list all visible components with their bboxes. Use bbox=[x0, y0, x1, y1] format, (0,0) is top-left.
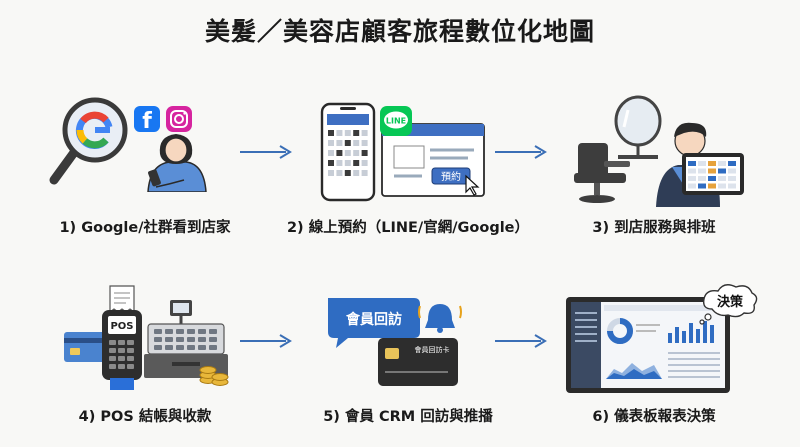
speech-bubble-icon: 會員回訪 bbox=[328, 298, 420, 348]
step-3-illustration bbox=[560, 95, 750, 207]
salon-chair-icon bbox=[574, 143, 630, 203]
step-6-label: 6) 儀表板報表決策 bbox=[592, 409, 716, 425]
step-4-illustration: POS bbox=[62, 282, 232, 392]
schedule-tablet-icon bbox=[682, 153, 744, 195]
cursor-icon bbox=[465, 174, 480, 196]
step-1-illustration: f bbox=[40, 92, 240, 193]
pos-terminal-text: POS bbox=[110, 321, 133, 332]
mirror-icon bbox=[614, 95, 662, 159]
arrow-5-to-6 bbox=[495, 334, 547, 348]
phone-calendar-icon bbox=[320, 102, 376, 202]
arrow-4-to-5 bbox=[240, 334, 292, 348]
step-5-label: 5) 會員 CRM 回訪與推播 bbox=[323, 409, 493, 425]
step-3-label: 3) 到店服務與排班 bbox=[592, 220, 716, 236]
google-icon bbox=[75, 111, 113, 149]
step-4-label: 4) POS 結帳與收款 bbox=[78, 409, 212, 425]
member-card-icon: 會員回訪卡 bbox=[378, 338, 458, 386]
arrow-2-to-3 bbox=[495, 145, 547, 159]
cash-register-icon bbox=[144, 300, 228, 378]
cloud-text: 決策 bbox=[717, 294, 744, 310]
step-2-illustration: 預約 LINE bbox=[318, 100, 488, 205]
bubble-text: 會員回訪 bbox=[345, 311, 402, 328]
pos-terminal-icon: POS bbox=[102, 310, 142, 390]
credit-card-icon bbox=[64, 332, 110, 362]
svg-text:f: f bbox=[142, 109, 152, 134]
reserve-button[interactable]: 預約 bbox=[431, 167, 471, 185]
step-5-illustration: 會員回訪 會員回訪卡 bbox=[322, 292, 472, 392]
dashboard-monitor-icon bbox=[566, 297, 730, 393]
notification-bell-icon bbox=[418, 304, 462, 333]
thought-cloud-icon: 決策 bbox=[699, 284, 758, 325]
step-2-label: 2) 線上預約（LINE/官網/Google） bbox=[286, 220, 530, 236]
arrow-1-to-2 bbox=[240, 145, 292, 159]
line-badge-text: LINE bbox=[386, 117, 406, 126]
reserve-button-label: 預約 bbox=[441, 170, 461, 183]
receipt-icon bbox=[109, 285, 135, 314]
coins-icon bbox=[199, 366, 229, 386]
step-6-illustration: 決策 bbox=[562, 283, 762, 395]
person-with-phone-icon bbox=[147, 134, 207, 193]
facebook-icon: f bbox=[134, 106, 160, 134]
line-app-icon: LINE bbox=[380, 106, 412, 136]
step-1-label: 1) Google/社群看到店家 bbox=[59, 220, 231, 236]
member-card-text: 會員回訪卡 bbox=[415, 345, 450, 354]
page-title: 美髮／美容店顧客旅程數位化地圖 bbox=[204, 17, 595, 46]
instagram-icon bbox=[166, 106, 192, 132]
